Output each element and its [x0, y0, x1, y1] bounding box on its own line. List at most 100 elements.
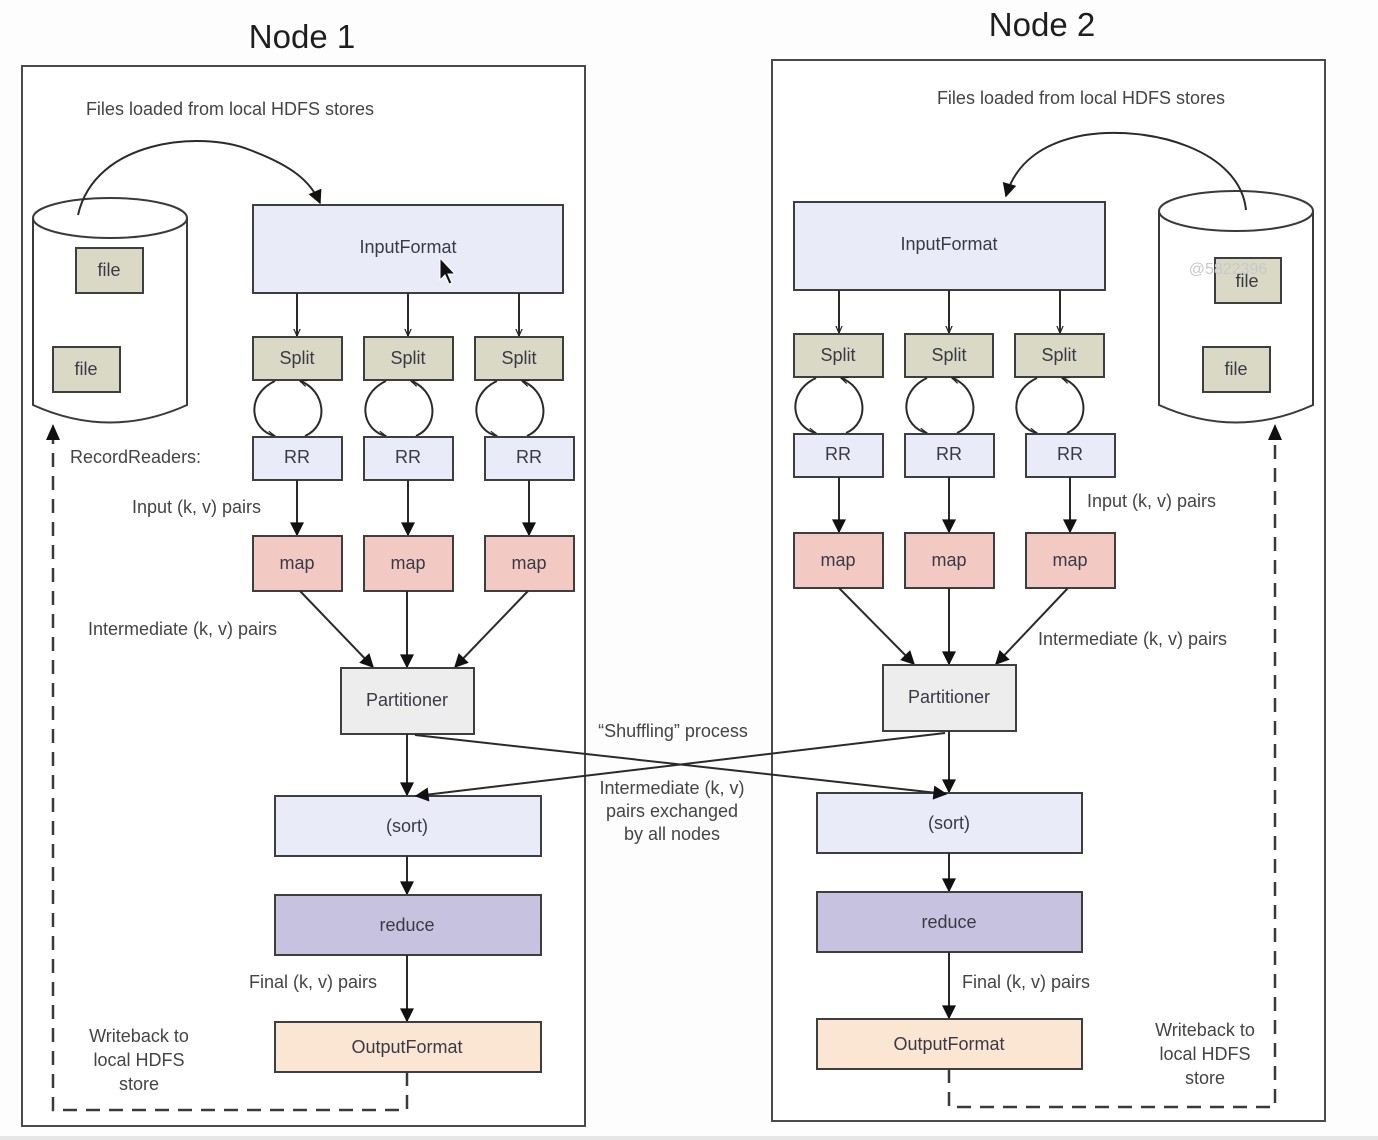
arrow — [838, 587, 915, 665]
record-reader-box — [252, 436, 343, 481]
reduce-box — [816, 891, 1083, 953]
reduce-box — [274, 894, 542, 956]
map-label: map — [820, 550, 855, 570]
load-arrow — [77, 140, 322, 216]
split-rr-loop — [253, 381, 545, 436]
partitioner-box — [882, 664, 1017, 732]
input-format-box — [252, 204, 564, 294]
mouse-cursor-icon — [439, 256, 457, 285]
map-label: map — [279, 553, 314, 573]
arrow — [299, 590, 374, 669]
writeback-label-line: local HDFS — [93, 1050, 184, 1070]
node-1-title: Node 1 — [249, 18, 355, 55]
map-box — [904, 532, 995, 589]
record-reader-label: RR — [395, 447, 421, 467]
split-label: Split — [501, 348, 536, 368]
map-label: map — [1052, 550, 1087, 570]
reduce-label: reduce — [921, 912, 976, 932]
file-label: file — [1235, 271, 1258, 291]
arrowhead — [1268, 424, 1282, 440]
input-pairs-label: Input (k, v) pairs — [1087, 491, 1216, 511]
file-box — [52, 346, 121, 393]
hdfs-store-cylinder: file file — [32, 197, 188, 424]
map-label: map — [931, 550, 966, 570]
file-box — [1214, 257, 1282, 304]
record-readers-label: RecordReaders: — [70, 447, 201, 467]
node-2: Node 2 Files loaded from local HDFS stor… — [771, 6, 1326, 1122]
shuffle-section: “Shuffling” process Intermediate (k, v) … — [414, 721, 948, 844]
split-label: Split — [279, 348, 314, 368]
arrow — [454, 590, 529, 669]
shuffle-description-line: pairs exchanged — [606, 801, 738, 821]
input-format-box — [793, 201, 1106, 291]
writeback-label-line: local HDFS — [1159, 1044, 1250, 1064]
file-label: file — [1224, 359, 1247, 379]
intermediate-pairs-label: Intermediate (k, v) pairs — [1038, 629, 1227, 649]
watermark: @5822396 — [1189, 261, 1268, 278]
map-box — [1025, 532, 1116, 589]
sort-label: (sort) — [928, 813, 970, 833]
record-reader-label: RR — [1057, 444, 1083, 464]
output-format-label: OutputFormat — [351, 1037, 462, 1057]
record-reader-label: RR — [284, 447, 310, 467]
shuffle-description-line: by all nodes — [624, 824, 720, 844]
split-box — [1014, 333, 1105, 378]
partitioner-box — [340, 667, 475, 735]
reduce-label: reduce — [379, 915, 434, 935]
load-arrow — [1002, 131, 1247, 211]
split-rr-loop — [794, 378, 1085, 433]
record-reader-label: RR — [825, 444, 851, 464]
file-label: file — [74, 359, 97, 379]
split-box — [904, 333, 994, 378]
shuffle-description-line: Intermediate (k, v) — [599, 778, 744, 798]
map-label: map — [511, 553, 546, 573]
shuffle-title: “Shuffling” process — [598, 721, 748, 741]
final-pairs-label: Final (k, v) pairs — [962, 972, 1090, 992]
sort-label: (sort) — [386, 816, 428, 836]
split-box — [793, 333, 884, 378]
writeback-dashed-arrow — [947, 433, 1277, 1109]
node-2-title: Node 2 — [989, 6, 1095, 43]
sort-box — [816, 792, 1083, 854]
writeback-label-line: store — [1185, 1068, 1225, 1088]
input-format-label: InputFormat — [359, 237, 456, 257]
output-format-label: OutputFormat — [893, 1034, 1004, 1054]
split-label: Split — [820, 345, 855, 365]
writeback-label-line: store — [119, 1074, 159, 1094]
bottom-bar — [0, 1136, 1378, 1140]
files-loaded-label: Files loaded from local HDFS stores — [86, 99, 374, 119]
input-format-label: InputFormat — [900, 234, 997, 254]
map-label: map — [390, 553, 425, 573]
file-box — [1202, 346, 1271, 393]
split-box — [252, 336, 343, 381]
shuffle-arrow-node2-to-node1 — [414, 732, 946, 802]
split-label: Split — [1041, 345, 1076, 365]
arrow — [995, 587, 1069, 666]
split-box — [474, 336, 564, 381]
arrowhead — [46, 424, 60, 440]
map-box — [363, 535, 454, 592]
record-reader-box — [484, 436, 575, 481]
output-format-box — [274, 1021, 542, 1073]
split-label: Split — [390, 348, 425, 368]
final-pairs-label: Final (k, v) pairs — [249, 972, 377, 992]
writeback-label-line: Writeback to — [1155, 1020, 1255, 1040]
record-reader-box — [1025, 433, 1116, 478]
files-loaded-label: Files loaded from local HDFS stores — [937, 88, 1225, 108]
hdfs-store-cylinder: file file @5822396 — [1158, 190, 1314, 424]
partitioner-label: Partitioner — [366, 690, 448, 710]
file-label: file — [97, 260, 120, 280]
record-reader-label: RR — [936, 444, 962, 464]
split-box — [363, 336, 454, 381]
map-box — [252, 535, 343, 592]
writeback-dashed-arrow — [51, 433, 409, 1112]
map-box — [793, 532, 884, 589]
node-1: Node 1 Files loaded from local HDFS stor… — [21, 18, 586, 1127]
writeback-label-line: Writeback to — [89, 1026, 189, 1046]
input-pairs-label: Input (k, v) pairs — [132, 497, 261, 517]
partitioner-label: Partitioner — [908, 687, 990, 707]
file-box — [75, 247, 144, 294]
map-box — [484, 535, 575, 592]
record-reader-label: RR — [516, 447, 542, 467]
